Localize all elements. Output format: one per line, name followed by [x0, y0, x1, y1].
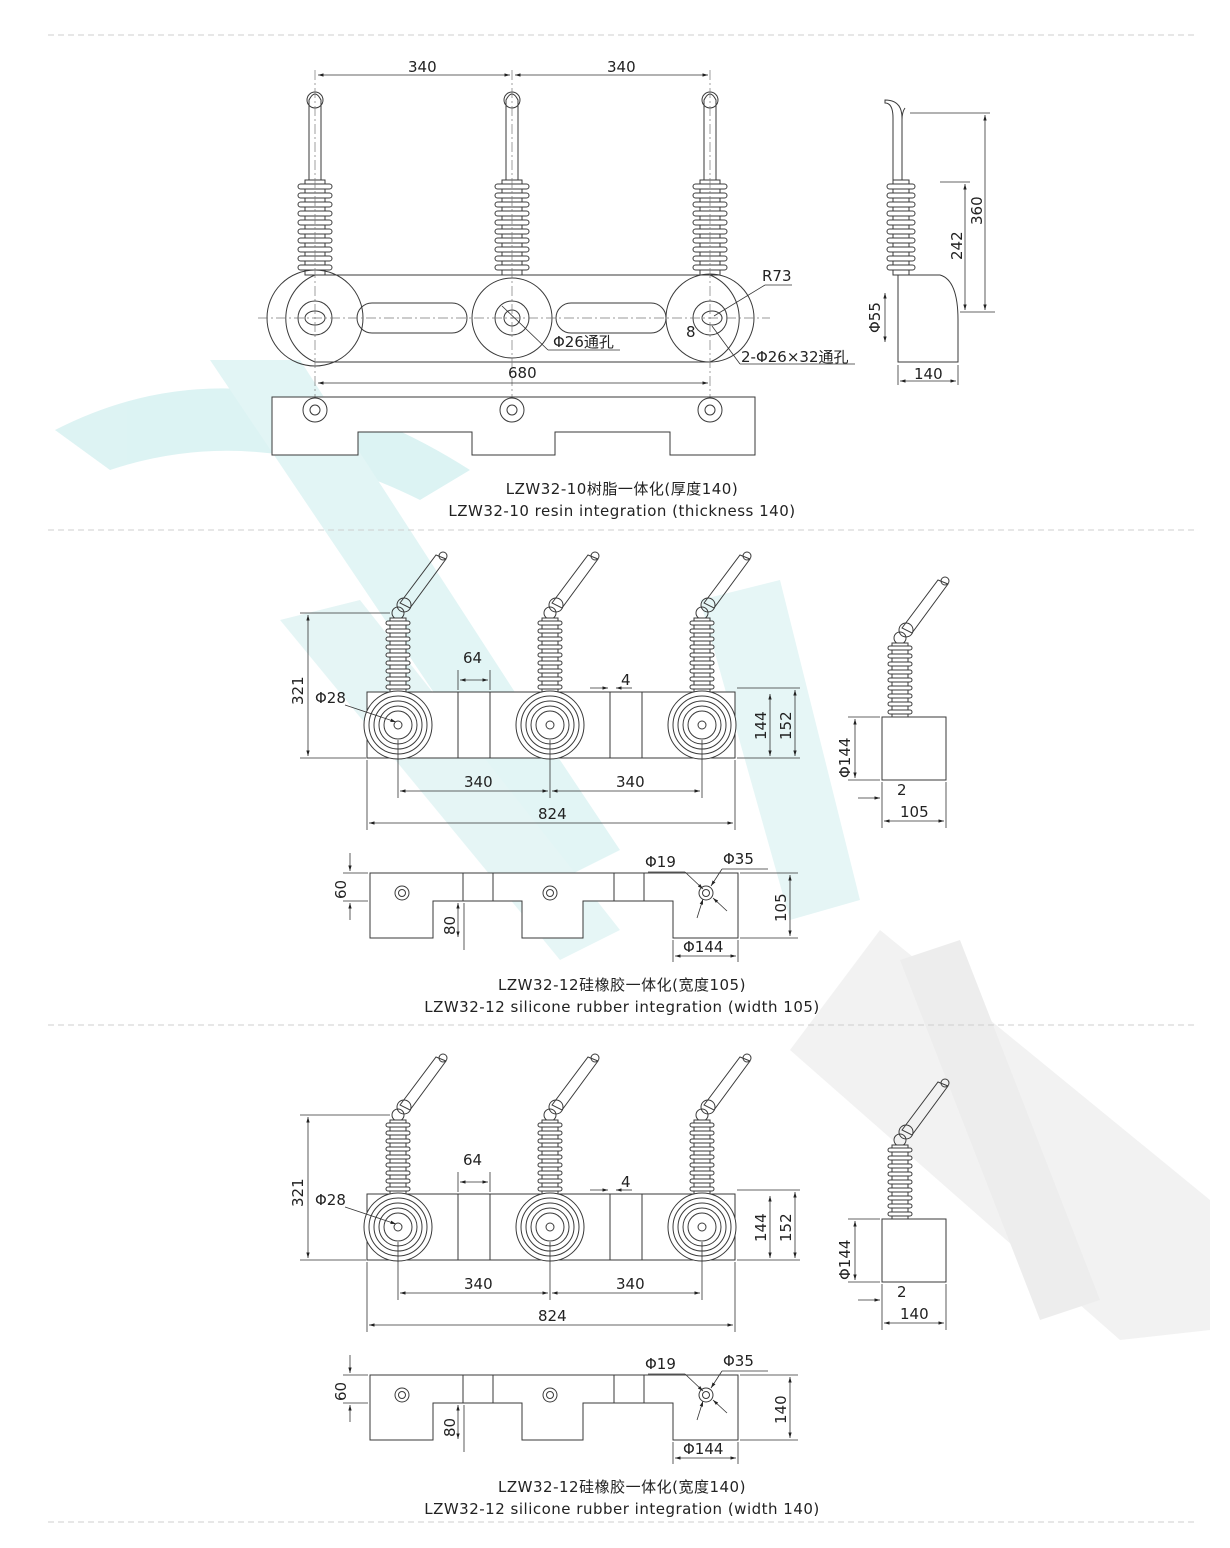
- insulator-sheds: [297, 179, 728, 276]
- dim-label: 144: [752, 711, 770, 740]
- dim-label: 242: [948, 231, 966, 260]
- dim-label: 140: [900, 1305, 929, 1323]
- dim-label: Φ144: [683, 938, 723, 956]
- dim-label: 64: [463, 1151, 482, 1169]
- dim-label: 340: [607, 58, 636, 76]
- dim-label: Φ35: [723, 1352, 754, 1370]
- dim-label: 105: [900, 803, 929, 821]
- dim-label: 140: [772, 1395, 790, 1424]
- dim-label: 2: [897, 781, 907, 799]
- dim-label: 340: [616, 1275, 645, 1293]
- dim-label: 824: [538, 1307, 567, 1325]
- dim-label: Φ19: [645, 853, 676, 871]
- dim-label: 340: [464, 773, 493, 791]
- dim-label: Φ144: [836, 738, 854, 778]
- caption-en: LZW32-12 silicone rubber integration (wi…: [424, 998, 820, 1016]
- dim-label: Φ28: [315, 1191, 346, 1209]
- dim-label: 2-Φ26×32通孔: [741, 348, 849, 366]
- dim-label: 340: [616, 773, 645, 791]
- dim-label: 60: [332, 1382, 350, 1401]
- side-view: [881, 576, 950, 781]
- dim-label: 64: [463, 649, 482, 667]
- dim-label: Φ19: [645, 1355, 676, 1373]
- dim-label: Φ26通孔: [553, 333, 614, 351]
- insulator: [306, 91, 719, 180]
- dim-label: R73: [762, 267, 792, 285]
- terminal-rings: [363, 690, 737, 760]
- section-lzw32-12-w105: 321 Φ28 64 4 144 152 340 340 824 Φ144 2 …: [289, 551, 950, 1016]
- dim-label: 321: [289, 676, 307, 705]
- caption-en: LZW32-12 silicone rubber integration (wi…: [424, 1500, 820, 1518]
- dim-label: Φ28: [315, 689, 346, 707]
- dim-label: 680: [508, 364, 537, 382]
- dim-label: Φ55: [866, 302, 884, 333]
- dim-label: 340: [464, 1275, 493, 1293]
- dim-label: 60: [332, 880, 350, 899]
- insulator-sheds: [886, 179, 916, 276]
- dim-label: Φ35: [723, 850, 754, 868]
- body-top-view: [285, 274, 740, 363]
- caption-en: LZW32-10 resin integration (thickness 14…: [448, 502, 795, 520]
- dim-label: Φ144: [683, 1440, 723, 1458]
- insulators: [385, 551, 752, 693]
- dim-label: Φ144: [836, 1240, 854, 1280]
- dim-label: 140: [914, 365, 943, 383]
- dim-label: 824: [538, 805, 567, 823]
- dim-label: 152: [777, 711, 795, 740]
- body-front-view: [369, 1374, 739, 1441]
- dim-label: 80: [441, 1418, 459, 1437]
- caption-cn: LZW32-12硅橡胶一体化(宽度105): [498, 976, 746, 994]
- dim-label: 152: [777, 1213, 795, 1242]
- dim-label: 2: [897, 1283, 907, 1301]
- dim-label: 80: [441, 916, 459, 935]
- dim-label: 4: [621, 671, 631, 689]
- dim-label: 8: [686, 323, 696, 341]
- side-view: [884, 99, 959, 363]
- side-view: [881, 1078, 950, 1283]
- dim-label: 360: [968, 196, 986, 225]
- dim-label: 105: [772, 893, 790, 922]
- dim-label: 340: [408, 58, 437, 76]
- body-front-view: [271, 396, 756, 456]
- insulators: [385, 1053, 752, 1195]
- caption-cn: LZW32-12硅橡胶一体化(宽度140): [498, 1478, 746, 1496]
- section-lzw32-12-w140: 321 Φ28 64 4 144 152 340 340 824 Φ144 2 …: [289, 1053, 950, 1518]
- dim-label: 321: [289, 1178, 307, 1207]
- terminal-rings: [363, 1192, 737, 1262]
- body-front-view: [369, 872, 739, 939]
- caption-cn: LZW32-10树脂一体化(厚度140): [506, 480, 738, 498]
- dim-label: 4: [621, 1173, 631, 1191]
- section-lzw32-10: 340 340 680 R73 Φ26通孔 8 2-Φ26×32通孔 360 2…: [258, 58, 995, 520]
- dim-label: 144: [752, 1213, 770, 1242]
